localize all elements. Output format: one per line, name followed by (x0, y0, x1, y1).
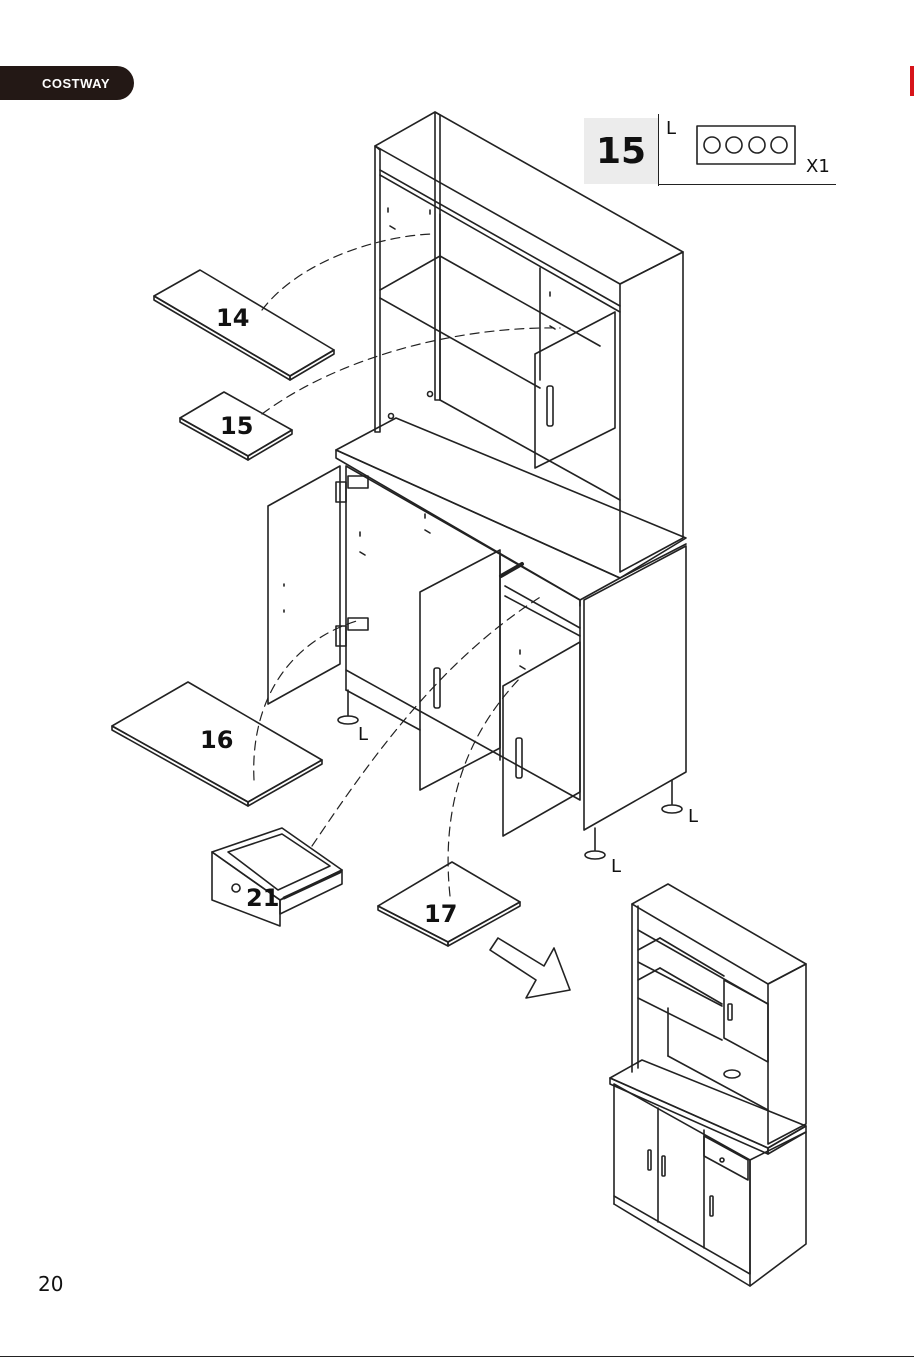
leg-label: L (611, 856, 621, 877)
right-cabinet-door (503, 642, 580, 836)
door-handle (434, 668, 440, 708)
part-16-panel: 16 (112, 682, 322, 806)
hardware-code: L (666, 118, 676, 139)
part-14-shelf: 14 (154, 270, 334, 380)
part-label-17: 17 (424, 900, 457, 928)
hardware-card (697, 126, 795, 164)
door-handle (648, 1150, 651, 1170)
door-handle (710, 1196, 713, 1216)
leg-icon (704, 137, 720, 153)
finished-cabinet-preview (610, 884, 806, 1286)
part-label-15: 15 (220, 412, 253, 440)
leg-foot (662, 805, 682, 813)
part-label-21: 21 (246, 884, 279, 912)
part-15-shelf: 15 (180, 392, 292, 460)
leg-icon (771, 137, 787, 153)
footer-rule (0, 1356, 914, 1357)
drawer-knob (232, 884, 240, 892)
part-label-14: 14 (216, 304, 249, 332)
countertop (336, 418, 686, 606)
part-label-16: 16 (200, 726, 233, 754)
leg-label: L (358, 724, 368, 745)
hardware-callout: L X1 (666, 118, 830, 177)
leg-foot (585, 851, 605, 859)
leg-foot (338, 716, 358, 724)
placement-guides (254, 234, 560, 896)
door-handle (728, 1004, 732, 1020)
center-cabinet-door (420, 550, 500, 790)
upper-hutch (375, 112, 683, 572)
door-handle (662, 1156, 665, 1176)
lower-cabinet (268, 466, 686, 836)
leg-label: L (688, 806, 698, 827)
leg-icon (749, 137, 765, 153)
page-number: 20 (38, 1272, 63, 1296)
hinge (336, 482, 346, 502)
part-21-drawer: 21 (212, 828, 342, 926)
hinge (336, 626, 346, 646)
legs: L L L (338, 690, 698, 877)
preview-upper-door (724, 980, 768, 1062)
hinge-plate (348, 618, 368, 630)
leg-icon (726, 137, 742, 153)
door-handle (547, 386, 553, 426)
left-cabinet-door (268, 466, 340, 704)
door-handle (516, 738, 522, 778)
arrow-icon (490, 938, 570, 998)
hardware-quantity: X1 (806, 156, 830, 177)
